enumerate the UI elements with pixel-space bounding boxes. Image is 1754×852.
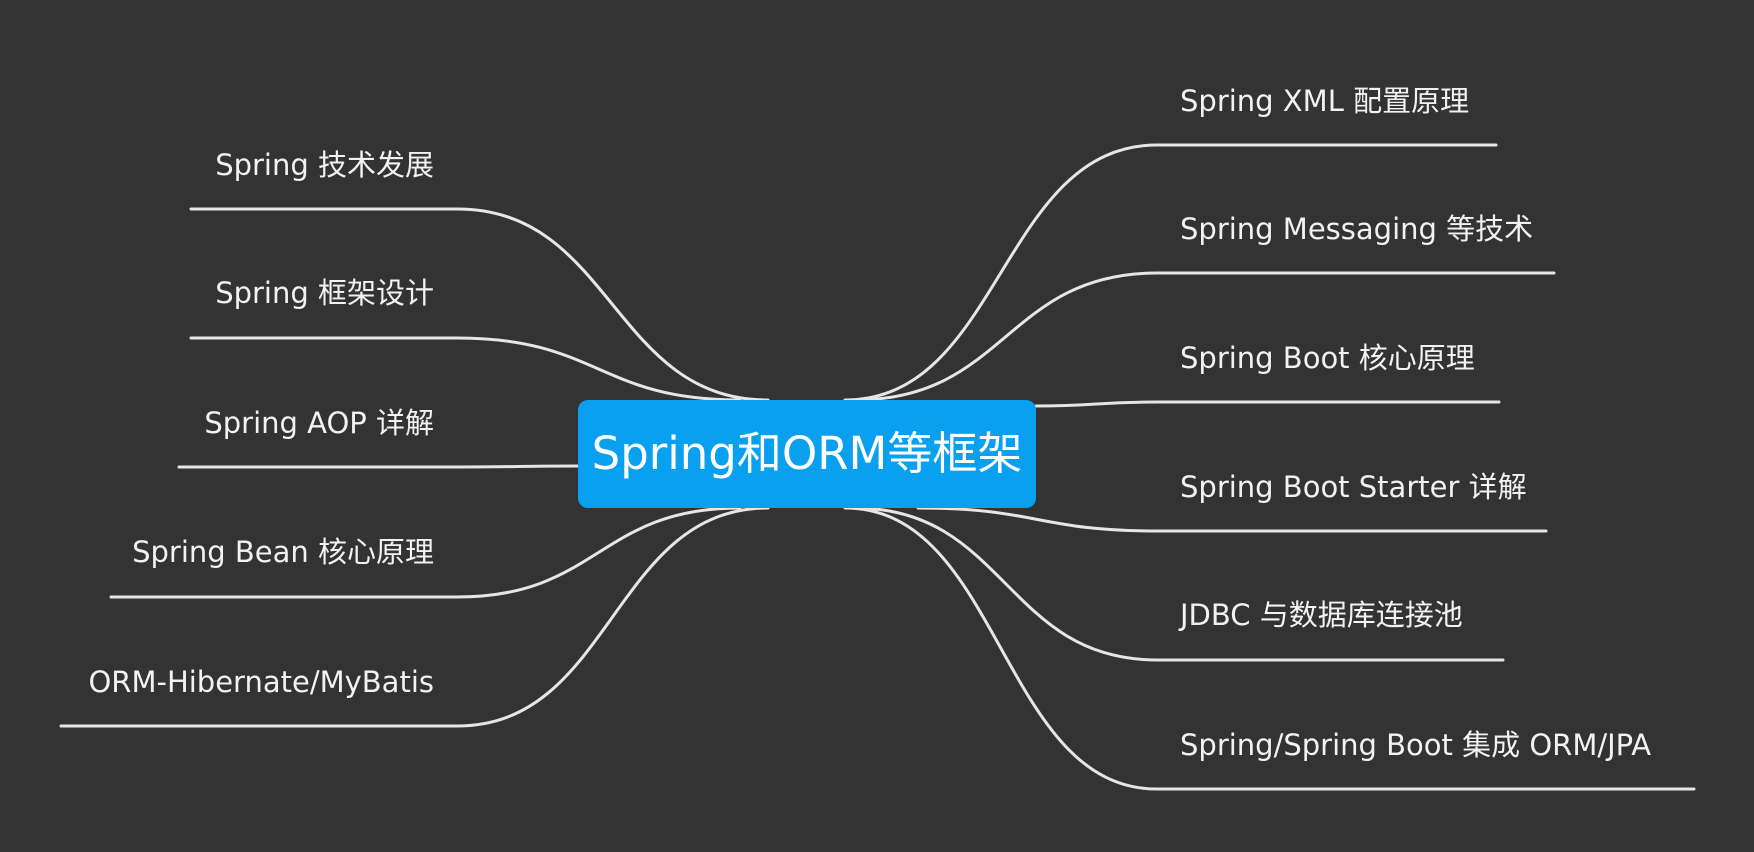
- branch-left-4-label[interactable]: Spring Bean 核心原理: [132, 535, 434, 569]
- branch-left-1-label[interactable]: Spring 技术发展: [215, 148, 434, 182]
- branch-left-1-connector: [189, 207, 770, 402]
- branch-left-3-connector: [177, 464, 580, 469]
- branch-left-5-connector: [59, 506, 770, 728]
- branch-right-5-label[interactable]: JDBC 与数据库连接池: [1180, 598, 1463, 632]
- branch-left-5-label[interactable]: ORM-Hibernate/MyBatis: [88, 665, 434, 699]
- branch-left-2-label[interactable]: Spring 框架设计: [215, 276, 434, 310]
- branch-left-3-label[interactable]: Spring AOP 详解: [204, 406, 434, 440]
- branch-right-4-label[interactable]: Spring Boot Starter 详解: [1180, 470, 1527, 504]
- branch-right-6-label[interactable]: Spring/Spring Boot 集成 ORM/JPA: [1180, 728, 1652, 762]
- branch-right-3-connector: [1034, 400, 1501, 408]
- branch-left-4-connector: [109, 506, 742, 599]
- branch-left-2-connector: [189, 336, 742, 402]
- branch-right-1-connector: [843, 143, 1498, 402]
- branch-right-5-connector: [853, 506, 1505, 662]
- central-topic[interactable]: Spring和ORM等框架: [578, 400, 1036, 508]
- branch-right-1-label[interactable]: Spring XML 配置原理: [1180, 84, 1470, 118]
- branch-right-3-label[interactable]: Spring Boot 核心原理: [1180, 341, 1475, 375]
- branch-right-4-connector: [916, 506, 1548, 533]
- branch-right-6-connector: [843, 506, 1696, 791]
- branch-right-2-label[interactable]: Spring Messaging 等技术: [1180, 212, 1534, 246]
- branch-right-2-connector: [853, 271, 1556, 402]
